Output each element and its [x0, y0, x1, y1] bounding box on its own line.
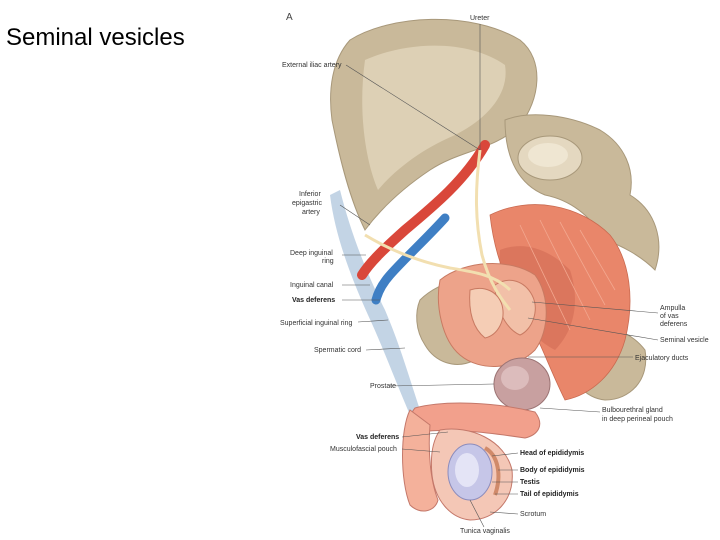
ampulla-vas-deferens: [469, 287, 504, 339]
label-spermatic-cord: Spermatic cord: [314, 347, 361, 354]
panel-letter: A: [286, 12, 293, 23]
label-scrotum: Scrotum: [520, 511, 546, 518]
label-bulbourethral-1: Bulbourethral gland: [602, 407, 663, 414]
vas-deferens-duct: [364, 233, 512, 292]
leader-lines-right: [469, 24, 659, 528]
label-body-epididymis: Body of epididymis: [520, 467, 585, 474]
glans: [402, 409, 439, 512]
external-iliac-vein: [371, 213, 450, 305]
label-inferior-epigastric-1: Inferior: [299, 191, 321, 198]
label-testis: Testis: [520, 479, 540, 486]
label-deep-inguinal-ring-2: ring: [322, 258, 334, 265]
label-ampulla-1: Ampulla: [660, 305, 685, 312]
label-inguinal-canal: Inguinal canal: [290, 282, 334, 289]
label-inferior-epigastric-3: artery: [302, 209, 320, 216]
label-inferior-epigastric-2: epigastric: [292, 200, 322, 207]
label-prostate: Prostate: [370, 383, 396, 390]
testis-inner: [455, 453, 479, 487]
label-bulbourethral-2: in deep perineal pouch: [602, 416, 673, 423]
slide-title: Seminal vesicles: [6, 24, 185, 51]
vertebral-disc: [528, 143, 568, 167]
label-head-epididymis: Head of epididymis: [520, 450, 584, 457]
label-vas-deferens-upper: Vas deferens: [292, 297, 335, 304]
leader-lines-left: [339, 64, 495, 453]
label-ureter: Ureter: [470, 15, 490, 22]
epididymis: [483, 446, 501, 496]
label-superficial-inguinal-ring: Superficial inguinal ring: [280, 320, 352, 327]
anatomy-figure: A: [280, 12, 709, 535]
iliac-fossa: [362, 45, 506, 190]
label-tail-epididymis: Tail of epididymis: [520, 491, 579, 498]
label-seminal-vesicle: Seminal vesicle: [660, 337, 709, 344]
label-external-iliac-artery: External iliac artery: [282, 62, 342, 69]
label-ejaculatory-ducts: Ejaculatory ducts: [635, 355, 689, 362]
prostate-highlight: [501, 366, 529, 390]
label-ampulla-3: deferens: [660, 321, 688, 328]
label-deep-inguinal-ring-1: Deep inguinal: [290, 250, 333, 257]
label-ampulla-2: of vas: [660, 313, 679, 320]
label-tunica-vaginalis: Tunica vaginalis: [460, 528, 510, 535]
ureter-duct: [474, 149, 512, 311]
label-musculofascial-pouch: Musculofascial pouch: [330, 446, 397, 453]
label-vas-deferens-lower: Vas deferens: [356, 434, 399, 441]
muscle-striations: [519, 219, 616, 331]
external-iliac-artery: [357, 140, 490, 280]
